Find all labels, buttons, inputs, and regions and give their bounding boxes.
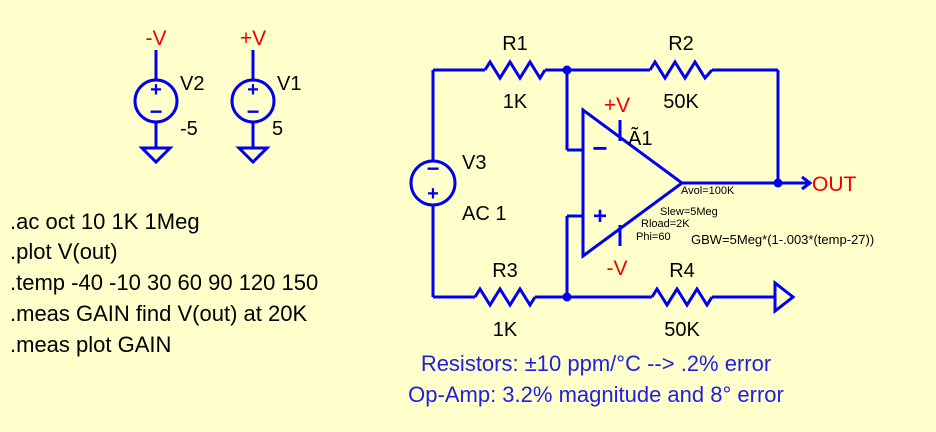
inverting-input-sign: −: [592, 133, 607, 163]
svg-text:−: −: [247, 99, 260, 124]
source-value-v2: -5: [180, 118, 198, 140]
output-port-icon: [801, 175, 813, 191]
resistor-r4[interactable]: [650, 286, 714, 308]
noninverting-input-sign: +: [593, 203, 607, 230]
spice-directive[interactable]: .meas plot GAIN: [10, 332, 171, 357]
net-label-v2: -V: [146, 27, 167, 50]
resistor-name-r4: R4: [669, 260, 695, 282]
opamp-gbw: GBW=5Meg*(1-.003*(temp-27)): [691, 232, 874, 247]
ground-icon: [235, 146, 271, 165]
note-resistors: Resistors: ±10 ppm/°C --> .2% error: [421, 351, 771, 376]
spice-directive[interactable]: .meas GAIN find V(out) at 20K: [10, 301, 307, 326]
svg-text:−: −: [150, 99, 163, 124]
opamp-param-phi: Phi=60: [636, 231, 671, 243]
source-name-v3: V3: [462, 152, 486, 174]
opamp-param-slew: Slew=5Meg: [660, 206, 718, 218]
resistor-r2[interactable]: [648, 59, 714, 81]
spice-directive[interactable]: .temp -40 -10 30 60 90 120 150: [10, 270, 318, 295]
opamp-supply-pos: +V: [604, 94, 630, 117]
resistor-value-r3: 1K: [493, 319, 518, 341]
resistor-value-r4: 50K: [664, 319, 700, 341]
net-label-v1: +V: [240, 27, 266, 50]
voltage-source-icon: [409, 159, 457, 207]
source-v1[interactable]: + −: [230, 50, 276, 165]
resistor-name-r1: R1: [502, 33, 528, 55]
opamp-supply-neg: -V: [607, 257, 628, 280]
source-v3[interactable]: − +: [409, 156, 457, 207]
ground-icon: [773, 279, 796, 315]
resistor-name-r3: R3: [492, 260, 518, 282]
source-value-v3: AC 1: [462, 203, 506, 225]
opamp-icon: [581, 107, 685, 259]
source-value-v1: 5: [272, 118, 283, 140]
resistor-name-r2: R2: [668, 33, 694, 55]
resistor-icon: [483, 59, 547, 81]
opamp-param-rload: Rload=2K: [641, 218, 690, 230]
resistor-r3[interactable]: [473, 286, 537, 308]
junction-dot: [562, 292, 572, 302]
svg-text:+: +: [247, 79, 259, 101]
resistor-value-r2: 50K: [663, 91, 699, 113]
note-opamp: Op-Amp: 3.2% magnitude and 8° error: [408, 382, 784, 407]
junction-dot: [773, 178, 783, 188]
source-name-v1: V1: [277, 73, 301, 95]
junction-dot: [562, 65, 572, 75]
svg-text:+: +: [427, 183, 439, 205]
resistor-icon: [473, 286, 537, 308]
svg-text:−: −: [427, 156, 440, 181]
source-v2[interactable]: + −: [133, 50, 179, 165]
spice-directive[interactable]: .ac oct 10 1K 1Meg: [10, 209, 200, 234]
opamp-a1[interactable]: − +: [581, 107, 685, 259]
resistor-r1[interactable]: [483, 59, 547, 81]
output-label: OUT: [812, 173, 857, 196]
ground-icon: [138, 146, 174, 165]
resistor-icon: [650, 286, 714, 308]
opamp-param-avol: Avol=100K: [681, 185, 735, 197]
resistor-value-r1: 1K: [503, 91, 528, 113]
source-name-v2: V2: [180, 73, 204, 95]
spice-directive[interactable]: .plot V(out): [10, 239, 118, 264]
svg-text:+: +: [150, 79, 162, 101]
opamp-name: Ã1: [628, 126, 652, 150]
resistor-icon: [648, 59, 714, 81]
